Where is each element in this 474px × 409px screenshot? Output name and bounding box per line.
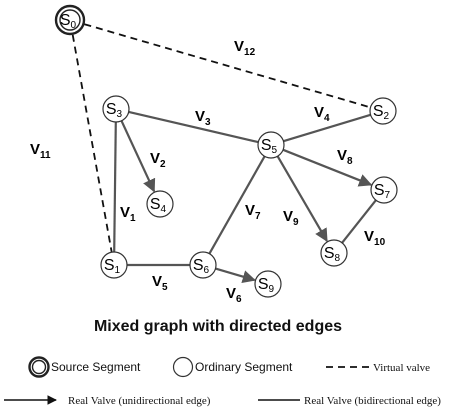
legend-virtual-label: Virtual valve: [373, 362, 430, 374]
edge-v1: [113, 121, 117, 253]
node-s1: S1: [100, 251, 128, 279]
edge-label-v7: V7: [245, 202, 261, 222]
node-s8: S8: [320, 239, 348, 267]
legend-ordinary-circle-icon: [172, 356, 194, 378]
node-label-s5: S5: [261, 137, 278, 156]
legend-real-unidirectional: Real Valve (unidirectional edge): [4, 395, 211, 407]
node-s5: S5: [257, 131, 285, 159]
legend-virtual-valve: Virtual valve: [326, 362, 430, 374]
node-s6: S6: [189, 251, 217, 279]
edge-label-v5: V5: [152, 273, 168, 293]
node-s3: S3: [102, 95, 130, 123]
edge-label-v10: V10: [364, 228, 386, 248]
edge-label-v12: V12: [234, 38, 256, 58]
node-s5-circle: [257, 131, 285, 159]
edge-v7: [208, 155, 266, 255]
legend-source-segment: Source Segment: [28, 356, 141, 378]
edge-v12: [84, 23, 371, 109]
node-s9: S9: [254, 270, 282, 298]
node-s4: S4: [146, 190, 174, 218]
node-s2: S2: [369, 97, 397, 125]
node-s7: S7: [370, 176, 398, 204]
edge-label-v2: V2: [150, 150, 166, 170]
node-s3-circle: [102, 95, 130, 123]
edge-v2: [120, 120, 156, 193]
edge-label-v4: V4: [314, 104, 330, 124]
legend-bidirectional-label: Real Valve (bidirectional edge): [304, 395, 441, 407]
node-s0: S0: [54, 4, 86, 36]
node-label-s4: S4: [150, 196, 167, 215]
node-label-s1: S1: [104, 257, 121, 276]
legend-source-label: Source Segment: [51, 360, 141, 374]
edge-label-v3: V3: [195, 108, 211, 128]
node-label-s0: S0: [60, 12, 77, 31]
edge-label-v1: V1: [120, 204, 136, 224]
legend-source-inner-ring: [31, 359, 47, 375]
edge-v8: [282, 148, 373, 187]
node-label-s9: S9: [258, 276, 275, 295]
edge-v4: [283, 113, 371, 143]
legend-ordinary-segment: Ordinary Segment: [172, 356, 293, 378]
legend-ordinary-label: Ordinary Segment: [195, 360, 293, 374]
node-label-s6: S6: [193, 257, 210, 276]
node-label-s8: S8: [324, 245, 341, 264]
node-s8-circle: [320, 239, 348, 267]
edge-label-v8: V8: [337, 147, 353, 167]
node-label-s3: S3: [106, 101, 123, 120]
edge-v11: [71, 34, 113, 253]
node-s6-circle: [189, 251, 217, 279]
node-label-s2: S2: [373, 103, 390, 122]
edge-v10: [341, 199, 377, 244]
node-label-s7: S7: [374, 182, 391, 201]
node-s2-circle: [369, 97, 397, 125]
edge-label-v9: V9: [283, 208, 299, 228]
edge-label-v6: V6: [226, 285, 242, 305]
node-s0-inner-ring: [59, 9, 81, 31]
node-s7-circle: [370, 176, 398, 204]
node-s9-circle: [254, 270, 282, 298]
node-s4-circle: [146, 190, 174, 218]
edge-v6: [215, 267, 256, 284]
node-s1-circle: [100, 251, 128, 279]
diagram-caption: Mixed graph with directed edges: [94, 318, 342, 335]
edge-v9: [276, 155, 328, 243]
edge-v3: [128, 110, 259, 144]
legend-unidirectional-label: Real Valve (unidirectional edge): [68, 395, 211, 407]
legend-real-bidirectional: Real Valve (bidirectional edge): [258, 395, 441, 407]
edges-layer: [71, 23, 377, 284]
edge-label-v11: V11: [30, 141, 51, 161]
